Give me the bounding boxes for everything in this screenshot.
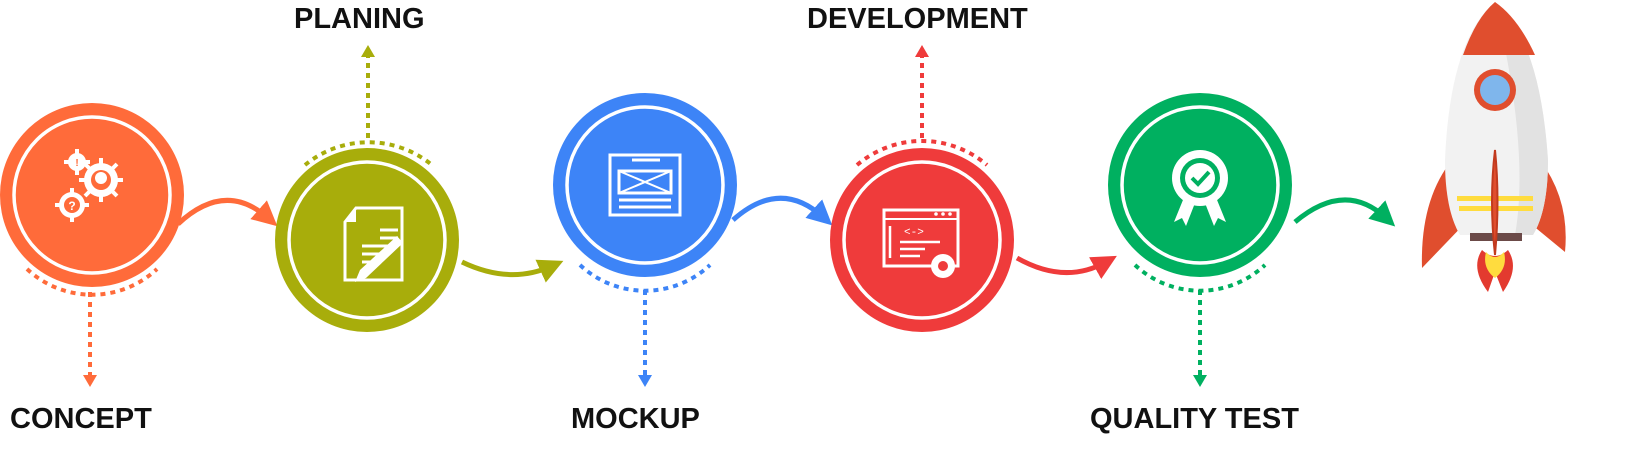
concept-label: CONCEPT	[10, 403, 152, 435]
connector-arrow-1	[176, 197, 278, 227]
svg-text:?: ?	[68, 199, 75, 213]
planing-circle	[275, 148, 459, 332]
wireframe-icon	[608, 153, 682, 217]
step-quality-test: QUALITY TEST	[1090, 93, 1299, 435]
development-inner-ring	[842, 160, 1002, 320]
quality-test-label: QUALITY TEST	[1090, 403, 1299, 435]
development-up-arrow-icon	[915, 45, 929, 57]
award-badge-icon	[1172, 150, 1228, 226]
development-label: DEVELOPMENT	[807, 3, 1028, 35]
connector-arrow-5	[1293, 197, 1396, 227]
planing-up-arrow-icon	[361, 45, 375, 57]
connector-arrow-2	[460, 259, 564, 283]
step-concept: ? ! CONCEPT	[0, 103, 184, 435]
document-pencil-icon	[343, 206, 404, 282]
development-circle	[830, 148, 1014, 332]
planing-inner-ring	[287, 160, 447, 320]
mockup-circle	[553, 93, 737, 277]
step-mockup: MOCKUP	[553, 93, 737, 435]
rocket-icon	[1421, 2, 1566, 292]
step-development: <-> DEVELOPMENT	[807, 3, 1028, 332]
quality-test-down-arrow-icon	[1193, 375, 1207, 387]
quality-test-inner-ring	[1120, 105, 1280, 265]
connector-arrow-3	[731, 195, 833, 226]
mockup-down-arrow-icon	[638, 375, 652, 387]
mockup-label: MOCKUP	[571, 403, 700, 435]
connector-arrow-4	[1015, 255, 1117, 280]
concept-circle	[0, 103, 184, 287]
concept-inner-ring	[12, 115, 172, 275]
svg-text:<->: <->	[904, 227, 924, 239]
mockup-inner-ring	[565, 105, 725, 265]
svg-text:!: !	[75, 158, 78, 169]
gears-idea-icon: ? !	[55, 149, 123, 222]
concept-down-arrow-icon	[83, 375, 97, 387]
step-planing: PLANING	[275, 3, 459, 332]
planing-label: PLANING	[294, 3, 425, 35]
code-settings-icon: <->	[882, 208, 960, 278]
